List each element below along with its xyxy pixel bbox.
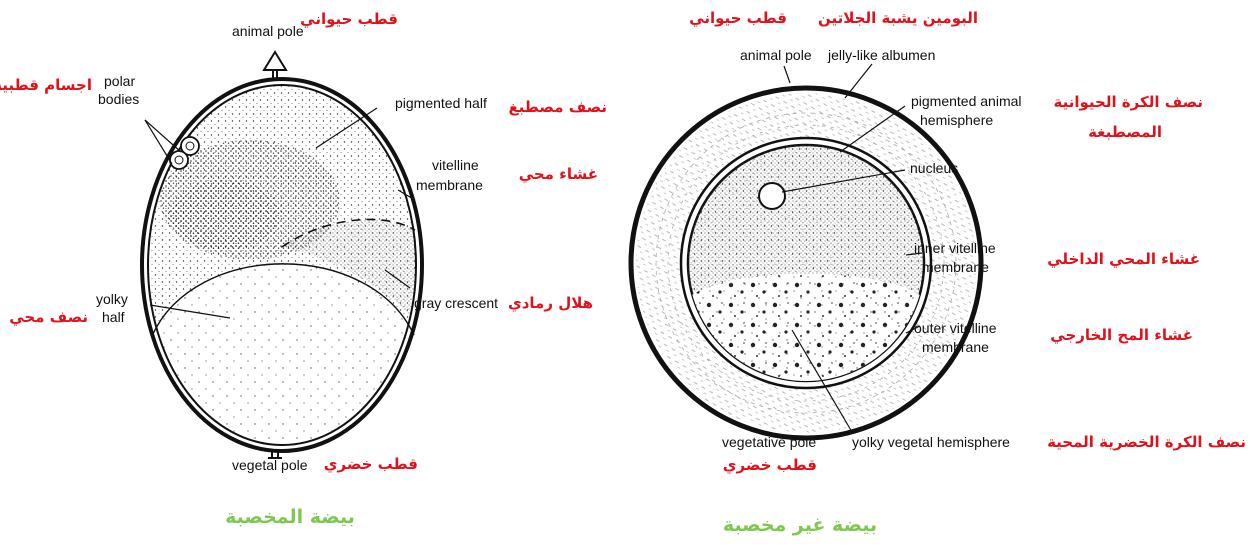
- albumen-ar: البومين يشبة الجلاتين: [818, 9, 978, 27]
- gray-crescent-label: gray crescent: [414, 295, 498, 311]
- left-animal-pole-label: animal pole: [232, 23, 304, 39]
- animal-pole-arrowhead: [264, 52, 286, 70]
- albumen-label: jelly-like albumen: [827, 47, 935, 63]
- nucleus: [759, 183, 785, 209]
- vitelline-label-1: vitelline: [432, 157, 479, 173]
- vegetative-pole-ar: قطب خضري: [723, 456, 817, 475]
- polar-bodies-label-2: bodies: [98, 91, 139, 107]
- polar-bodies-ar: اجسام قطبية: [0, 76, 92, 94]
- yolky-half-label-2: half: [102, 309, 125, 325]
- left-vegetal-pole-ar: قطب خضري: [324, 455, 418, 474]
- inner-vitelline-label-2: membrane: [922, 259, 989, 275]
- pigmented-hemisphere-ar-1: نصف الكرة الحيوانية: [1053, 93, 1203, 111]
- pigmented-hemisphere-ar-2: المصطبغة: [1088, 123, 1162, 141]
- outer-vitelline-label-2: membrane: [922, 339, 989, 355]
- inner-vitelline-ar: غشاء المحي الداخلي: [1047, 250, 1200, 268]
- left-animal-pole-ar: قطب حيواني: [300, 10, 398, 28]
- pigmented-half-ar: نصف مصطبغ: [508, 98, 607, 116]
- fertilized-egg-diagram: [140, 52, 430, 460]
- vitelline-label-2: membrane: [416, 177, 483, 193]
- nucleus-label: nucleus: [910, 160, 958, 176]
- unfertilized-caption: بيضة غير مخصبة: [723, 514, 877, 536]
- fertilized-caption: بيضة المخصبة: [225, 506, 355, 528]
- pigmented-hemisphere-label-1: pigmented animal: [911, 93, 1022, 109]
- right-animal-pole-label: animal pole: [740, 47, 812, 63]
- vitelline-ar: غشاء محي: [519, 165, 598, 183]
- yolky-half-label-1: yolky: [96, 291, 128, 307]
- vegetative-pole-label: vegetative pole: [722, 434, 816, 450]
- outer-vitelline-ar: غشاء المح الخارجي: [1050, 326, 1193, 344]
- yolky-hemisphere-ar: نصف الكرة الخضرية المحية: [1047, 433, 1246, 451]
- yolky-half-ar: نصف محي: [9, 308, 88, 326]
- yolky-hemisphere-label: yolky vegetal hemisphere: [852, 434, 1010, 450]
- outer-vitelline-label-1: outer vitelline: [914, 320, 997, 336]
- right-animal-pole-ar: قطب حيواني: [689, 9, 787, 27]
- left-vegetal-pole-label: vegetal pole: [232, 457, 308, 473]
- gray-crescent-ar: هلال رمادي: [508, 294, 593, 313]
- pigmented-hemisphere-label-2: hemisphere: [920, 112, 993, 128]
- pigmented-half-label: pigmented half: [395, 95, 487, 111]
- inner-vitelline-label-1: inner vitelline: [914, 240, 996, 256]
- polar-bodies-label-1: polar: [104, 73, 135, 89]
- polar-body-2: [170, 151, 188, 169]
